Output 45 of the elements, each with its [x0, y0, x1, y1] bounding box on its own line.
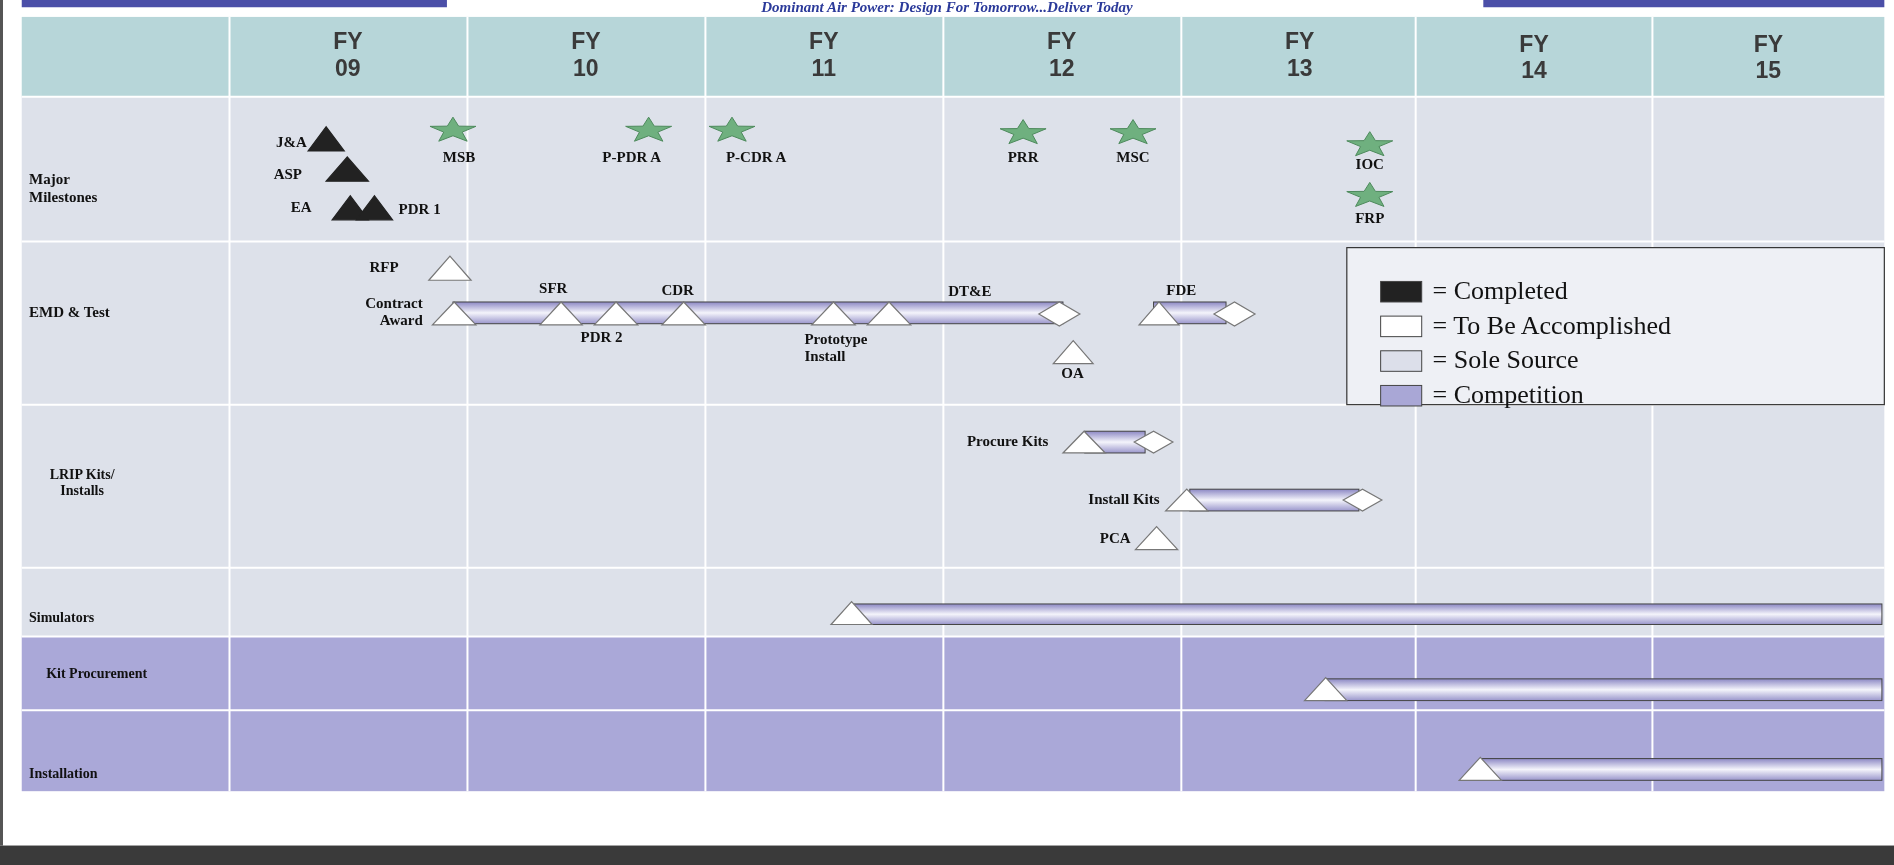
milestone-label: Contract Award — [364, 294, 423, 329]
fiscal-year-header: FY 13 — [1284, 27, 1316, 81]
milestone-label: CDR — [661, 282, 694, 300]
schedule-bar — [851, 603, 1883, 625]
row-header: Installation — [29, 766, 98, 783]
milestone-label: PCA — [1099, 530, 1131, 548]
milestone-label: P-CDR A — [725, 149, 787, 167]
fiscal-year-header: FY 09 — [332, 27, 364, 81]
schedule-bar — [1479, 758, 1883, 781]
legend-label: = To Be Accomplished — [1432, 312, 1671, 339]
milestone-label: Procure Kits — [966, 433, 1049, 451]
milestone-label: PDR 1 — [398, 201, 441, 219]
milestone-label: P-PDR A — [602, 149, 662, 167]
milestone-label: MSB — [442, 149, 476, 167]
milestone-label: EA — [290, 199, 312, 217]
milestone-label: IOC — [1355, 156, 1384, 175]
fiscal-year-header: FY 11 — [808, 27, 840, 81]
slogan-title: Dominant Air Power: Design For Tomorrow...Deliver Today — [761, 0, 1133, 16]
fiscal-year-header: FY 10 — [570, 27, 602, 81]
milestone-label: PDR 2 — [580, 329, 623, 347]
row-header: Simulators — [29, 610, 95, 627]
milestone-label: OA — [1061, 365, 1084, 384]
legend-label: = Competition — [1432, 382, 1584, 409]
row-header: EMD & Test — [29, 304, 110, 322]
milestone-label: J&A — [275, 133, 307, 152]
fiscal-year-header: FY 14 — [1518, 30, 1550, 84]
milestone-label: RFP — [369, 259, 399, 277]
milestone-label: Install Kits — [1088, 491, 1160, 509]
legend-label: = Completed — [1432, 278, 1568, 305]
row-header: LRIP Kits/ Installs — [48, 467, 116, 500]
schedule-bar — [1324, 678, 1883, 702]
schedule-bar — [1189, 488, 1360, 512]
fiscal-year-header: FY 15 — [1752, 30, 1785, 84]
row-header: Kit Procurement — [45, 665, 149, 683]
milestone-label: Prototype Install — [804, 330, 869, 366]
milestone-label: SFR — [539, 280, 568, 298]
legend-label: = Sole Source — [1432, 347, 1579, 374]
milestone-label: ASP — [273, 166, 302, 184]
milestone-label: FDE — [1166, 282, 1197, 300]
fiscal-year-header: FY 12 — [1046, 27, 1078, 81]
milestone-label: PRR — [1007, 149, 1039, 167]
milestone-label: MSC — [1116, 149, 1150, 167]
milestone-label: DT&E — [948, 283, 992, 301]
milestone-label: FRP — [1355, 210, 1385, 228]
row-header: Major Milestones — [29, 171, 99, 206]
